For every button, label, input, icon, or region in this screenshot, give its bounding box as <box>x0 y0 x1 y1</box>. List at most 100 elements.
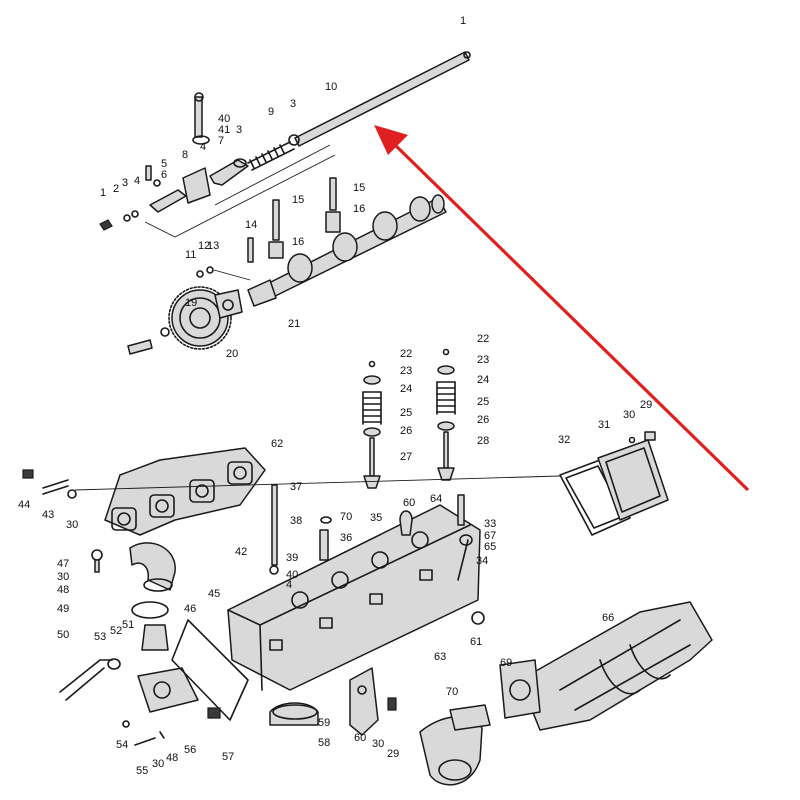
callout-20: 20 <box>226 348 238 360</box>
callout-19: 19 <box>185 297 197 309</box>
callout-57: 57 <box>222 751 234 763</box>
callout-30: 30 <box>57 571 69 583</box>
callout-64: 64 <box>430 493 442 505</box>
callout-46: 46 <box>184 603 196 615</box>
callout-27: 27 <box>400 451 412 463</box>
callout-4: 4 <box>286 579 292 591</box>
callout-16: 16 <box>292 236 304 248</box>
callout-69: 69 <box>500 657 512 669</box>
intake-manifold <box>269 601 713 786</box>
callout-25: 25 <box>477 396 489 408</box>
callout-56: 56 <box>184 744 196 756</box>
callout-53: 53 <box>94 631 106 643</box>
callout-54: 54 <box>116 739 128 751</box>
callout-9: 9 <box>268 106 274 118</box>
callout-52: 52 <box>110 625 122 637</box>
callout-1: 1 <box>100 187 106 199</box>
callout-63: 63 <box>434 651 446 663</box>
callout-42: 42 <box>235 546 247 558</box>
callout-labels: 1 10 40 41 9 3 3 4 7 8 5 6 1 2 3 4 15 16… <box>18 15 652 777</box>
callout-11: 11 <box>185 249 196 261</box>
callout-4: 4 <box>200 141 206 153</box>
callout-21: 21 <box>288 318 300 330</box>
callout-30: 30 <box>66 519 78 531</box>
callout-55: 55 <box>136 765 148 777</box>
callout-22: 22 <box>400 348 412 360</box>
gaskets-right <box>74 431 669 536</box>
callout-30: 30 <box>623 409 635 421</box>
callout-29: 29 <box>387 748 399 760</box>
callout-7: 7 <box>218 135 224 147</box>
callout-62: 62 <box>271 438 283 450</box>
rocker-shaft-assembly <box>99 51 471 259</box>
callout-25: 25 <box>400 407 412 419</box>
callout-14: 14 <box>245 219 257 231</box>
callout-1: 1 <box>460 15 466 27</box>
callout-8: 8 <box>182 149 188 161</box>
callout-26: 26 <box>400 425 412 437</box>
callout-13: 13 <box>207 240 219 252</box>
callout-24: 24 <box>400 383 412 395</box>
callout-41: 41 <box>218 124 230 136</box>
callout-45: 45 <box>208 588 220 600</box>
callout-59: 59 <box>318 717 330 729</box>
callout-29: 29 <box>640 399 652 411</box>
callout-33: 33 <box>484 518 496 530</box>
arrow-shaft <box>390 140 750 492</box>
callout-67: 67 <box>484 530 496 542</box>
valve-group-right <box>436 348 456 481</box>
callout-10: 10 <box>325 81 337 93</box>
callout-49: 49 <box>57 603 69 615</box>
callout-34: 34 <box>476 555 488 567</box>
callout-44: 44 <box>18 499 30 511</box>
callout-22: 22 <box>477 333 489 345</box>
camshaft-assembly <box>127 194 447 355</box>
water-outlet-assembly <box>59 542 249 746</box>
callout-4: 4 <box>134 175 140 187</box>
callout-15: 15 <box>353 182 365 194</box>
callout-66: 66 <box>602 612 614 624</box>
callout-30: 30 <box>152 758 164 770</box>
callout-16: 16 <box>353 203 365 215</box>
callout-48: 48 <box>57 584 69 596</box>
callout-51: 51 <box>122 619 134 631</box>
callout-47: 47 <box>57 558 69 570</box>
callout-43: 43 <box>42 509 54 521</box>
callout-23: 23 <box>477 354 489 366</box>
callout-36: 36 <box>340 532 352 544</box>
exhaust-manifold <box>22 447 266 536</box>
red-pointer-arrow <box>374 125 750 492</box>
callout-37: 37 <box>290 481 302 493</box>
callout-32: 32 <box>558 434 570 446</box>
callout-30: 30 <box>372 738 384 750</box>
callout-40: 40 <box>286 569 298 581</box>
arrow-head <box>374 125 408 155</box>
callout-3: 3 <box>290 98 296 110</box>
callout-58: 58 <box>318 737 330 749</box>
callout-60: 60 <box>403 497 415 509</box>
callout-35: 35 <box>370 512 382 524</box>
callout-3: 3 <box>122 177 128 189</box>
callout-31: 31 <box>598 419 610 431</box>
callout-39: 39 <box>286 552 298 564</box>
callout-40: 40 <box>218 113 230 125</box>
callout-38: 38 <box>290 515 302 527</box>
callout-12: 12 <box>198 240 210 252</box>
callout-50: 50 <box>57 629 69 641</box>
callout-3: 3 <box>236 124 242 136</box>
callout-70: 70 <box>340 511 352 523</box>
callout-61: 61 <box>470 636 482 648</box>
callout-70: 70 <box>446 686 458 698</box>
callout-65: 65 <box>484 541 496 553</box>
callout-2: 2 <box>113 183 119 195</box>
callout-23: 23 <box>400 365 412 377</box>
callout-60: 60 <box>354 732 366 744</box>
valve-group-left <box>362 360 382 489</box>
cylinder-head <box>227 484 485 691</box>
callout-15: 15 <box>292 194 304 206</box>
callout-5: 5 <box>161 158 167 170</box>
callout-6: 6 <box>161 169 167 181</box>
callout-26: 26 <box>477 414 489 426</box>
callout-48: 48 <box>166 752 178 764</box>
